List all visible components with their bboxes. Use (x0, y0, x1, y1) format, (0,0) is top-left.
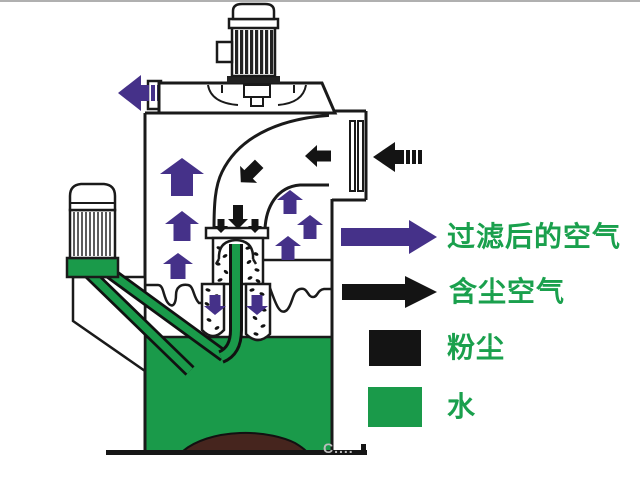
up-arrow (297, 215, 323, 239)
motor-cap (231, 2, 276, 21)
fan-housing (157, 81, 338, 115)
watermark: C.... (323, 440, 354, 456)
impeller-scroll (207, 84, 307, 106)
up-arrow (275, 236, 301, 260)
water-square-swatch (368, 387, 422, 427)
pump-cap (68, 182, 117, 212)
left-arrow (305, 145, 331, 167)
legend-label-filtered-air: 过滤后的空气 (447, 221, 622, 252)
legend-item-dusty-air: 含尘空气 (342, 276, 565, 308)
elbow-duct (212, 113, 338, 231)
spray-nozzle (217, 238, 255, 260)
motor-junction-box (215, 40, 234, 64)
down-arrow (248, 219, 262, 233)
up-arrow (163, 253, 193, 279)
base-plate (106, 444, 367, 455)
pump-fins (73, 212, 111, 256)
up-arrow (165, 211, 199, 241)
down-arrow (228, 205, 248, 229)
spray-pipe (214, 238, 258, 364)
fan-motor (215, 2, 280, 83)
dusty-air-arrow-swatch (342, 276, 437, 308)
circulation-pump (65, 182, 120, 279)
pump-base (65, 256, 120, 279)
down-arrow (204, 295, 226, 315)
dust-square-swatch (369, 330, 421, 366)
venturi-flange (204, 226, 270, 240)
top-border-line (0, 0, 640, 2)
water-circulation-pipes (83, 264, 228, 376)
legend-item-dust: 粉尘 (369, 330, 505, 366)
down-arrow (246, 295, 268, 315)
legend-label-dust: 粉尘 (447, 332, 506, 363)
legend-item-water: 水 (368, 387, 476, 427)
down-arrow (214, 219, 228, 233)
legend-item-filtered-air: 过滤后的空气 (341, 220, 621, 254)
up-arrow (277, 190, 303, 214)
baffle-plates (145, 258, 332, 313)
filtered-air-arrow-swatch (341, 220, 437, 254)
legend-label-water: 水 (447, 391, 477, 422)
legend-label-dusty-air: 含尘空气 (449, 276, 566, 307)
inlet-flange (349, 120, 356, 192)
sludge-mound (180, 431, 309, 452)
diagonal-arrow (240, 159, 264, 183)
up-arrow (160, 158, 204, 196)
inlet-arrow (373, 142, 422, 172)
inlet-duct (329, 109, 368, 202)
dusty-air-arrows (214, 145, 331, 233)
motor-fins (235, 30, 274, 74)
filtered-air-arrows (160, 158, 323, 315)
